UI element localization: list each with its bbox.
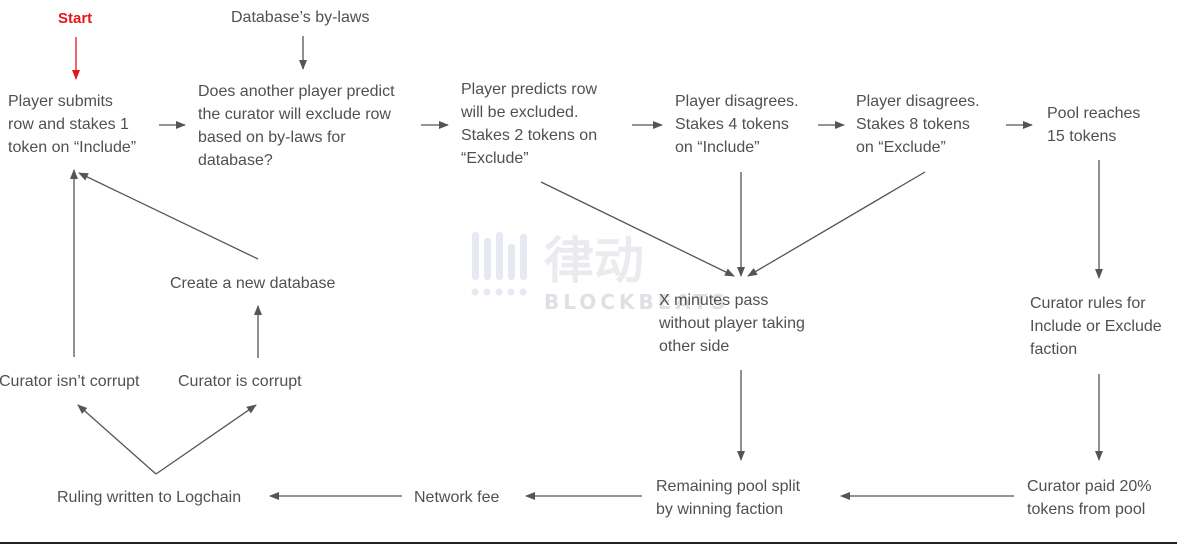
pool-split-node: Remaining pool split by winning faction xyxy=(656,478,801,518)
bylaws-label: Database’s by-laws xyxy=(231,9,370,26)
predict-node: Does another player predict the curator … xyxy=(198,83,395,169)
pool15-node: Pool reaches 15 tokens xyxy=(1047,105,1141,145)
new-db-node: Create a new database xyxy=(170,275,336,292)
xminutes-node: X minutes pass without player taking oth… xyxy=(659,292,805,355)
curator-paid-node: Curator paid 20% tokens from pool xyxy=(1027,478,1152,518)
arrow-ruling-to-not-corrupt xyxy=(77,404,157,475)
arrow-ruling-to-corrupt xyxy=(155,404,257,475)
not-corrupt-node: Curator isn’t corrupt xyxy=(0,373,140,390)
arrow-excluded-to-xminutes xyxy=(540,181,735,277)
ruling-node: Ruling written to Logchain xyxy=(57,489,242,506)
submit-node: Player submits row and stakes 1 token on… xyxy=(8,93,137,156)
corrupt-node: Curator is corrupt xyxy=(178,373,302,390)
bottom-divider xyxy=(0,542,1177,544)
arrow-disagree8-to-xminutes xyxy=(747,171,926,277)
disagree4-node: Player disagrees. Stakes 4 tokens on “In… xyxy=(675,93,799,156)
excluded-node: Player predicts row will be excluded. St… xyxy=(461,81,598,167)
start-label: Start xyxy=(58,10,93,27)
arrow-new-db-to-submit xyxy=(78,172,259,260)
svg-text:律动: 律动 xyxy=(544,232,644,290)
watermark-text: BLOCKBEATS xyxy=(544,290,730,314)
network-fee-node: Network fee xyxy=(414,489,500,506)
blockbeats-watermark-logo: 律动 xyxy=(471,232,644,296)
curator-rules-node: Curator rules for Include or Exclude fac… xyxy=(1030,295,1162,358)
disagree8-node: Player disagrees. Stakes 8 tokens on “Ex… xyxy=(856,93,980,156)
